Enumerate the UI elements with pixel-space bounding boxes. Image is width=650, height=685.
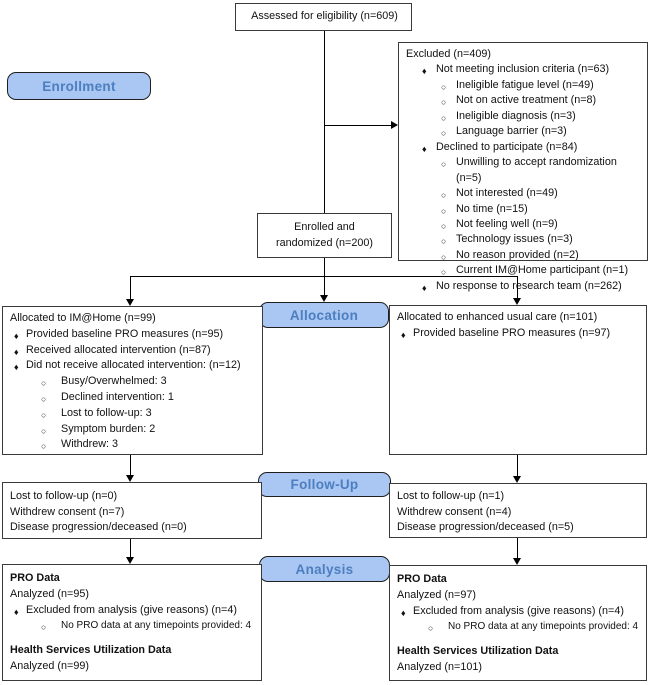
arrowhead-allocation-left-icon [126, 299, 134, 306]
stage-analysis: Analysis [259, 556, 390, 582]
connector-split-horizontal [130, 276, 517, 277]
followup-left-box: Lost to follow-up (n=0) Withdrew consent … [2, 482, 262, 539]
analysis-left-item: No PRO data at any timepoints provided: … [10, 618, 256, 636]
analysis-right-item: Excluded from analysis (give reasons) (n… [397, 604, 641, 622]
allocation-left-item: Busy/Overwhelmed: 3 [10, 374, 257, 392]
connector-branch-to-excluded [324, 125, 391, 126]
allocation-right-box: Allocated to enhanced usual care (n=101)… [389, 305, 647, 455]
allocation-left-box: Allocated to IM@Home (n=99) Provided base… [2, 306, 263, 455]
analysis-left-item: Excluded from analysis (give reasons) (n… [10, 603, 256, 621]
followup-right-box: Lost to follow-up (n=1) Withdrew consent … [389, 483, 647, 538]
stage-enrollment: Enrollment [7, 72, 151, 100]
followup-right-item: Lost to follow-up (n=1) [397, 490, 505, 502]
analysis-left-item: Health Services Utilization Data [10, 644, 172, 657]
allocation-right-item: Provided baseline PRO measures (n=97) [397, 326, 641, 344]
analysis-right-item: No PRO data at any timepoints provided: … [397, 619, 641, 637]
analysis-left-item: Analyzed (n=95) [10, 587, 89, 600]
stage-enrollment-label: Enrollment [42, 78, 116, 94]
arrowhead-analysis-right-icon [513, 558, 521, 565]
excluded-item: Not interested (n=49) [406, 186, 642, 204]
excluded-item: No time (n=15) [406, 202, 642, 220]
analysis-left-item: PRO Data [10, 572, 60, 584]
stage-allocation: Allocation [259, 302, 389, 328]
excluded-item: Unwilling to accept randomization (n=5) [406, 155, 642, 186]
arrowhead-allocation-icon [320, 295, 328, 302]
excluded-item: Not feeling well (n=9) [406, 217, 642, 235]
connector-followup-to-analysis-left [130, 539, 131, 557]
excluded-list: Not meeting inclusion criteria (n=63)Ine… [406, 62, 642, 297]
analysis-right-item: Analyzed (n=97) [397, 588, 476, 601]
stage-allocation-label: Allocation [289, 307, 359, 323]
eligibility-text: Assessed for eligibility (n=609) [251, 10, 398, 23]
connector-allocation-to-followup-left [130, 455, 131, 475]
allocation-left-item: Declined intervention: 1 [10, 390, 257, 408]
excluded-item: No reason provided (n=2) [406, 248, 642, 266]
analysis-left-item: Analyzed (n=99) [10, 659, 89, 672]
arrowhead-excluded-icon [391, 121, 398, 129]
connector-split-left-drop [130, 276, 131, 299]
arrowhead-allocation-right-icon [513, 298, 521, 305]
excluded-item: Language barrier (n=3) [406, 124, 642, 142]
excluded-item: Ineligible diagnosis (n=3) [406, 109, 642, 127]
allocation-right-item: Allocated to enhanced usual care (n=101) [397, 311, 598, 323]
followup-right-item: Withdrew consent (n=4) [397, 505, 512, 518]
connector-split-right-drop [517, 276, 518, 298]
arrowhead-followup-right-icon [513, 476, 521, 483]
allocation-left-item: Lost to follow-up: 3 [10, 406, 257, 424]
arrowhead-analysis-left-icon [126, 557, 134, 564]
stage-analysis-label: Analysis [295, 561, 354, 577]
followup-left-item: Lost to follow-up (n=0) [10, 490, 118, 502]
excluded-item: Technology issues (n=3) [406, 232, 642, 250]
connector-allocation-to-followup-right [517, 455, 518, 476]
allocation-left-item: Received allocated intervention (n=87) [10, 343, 257, 361]
excluded-item: Current IM@Home participant (n=1) [406, 263, 642, 281]
followup-left-item: Disease progression/deceased (n=0) [10, 521, 187, 533]
allocation-left-item: Symptom burden: 2 [10, 422, 257, 440]
allocation-left-item: Did not receive allocated intervention: … [10, 358, 257, 376]
followup-left-item: Withdrew consent (n=7) [10, 505, 125, 518]
arrowhead-followup-left-icon [126, 475, 134, 482]
connector-enrolled-to-allocation [324, 258, 325, 296]
connector-eligibility-to-enrolled [324, 31, 325, 213]
stage-followup-label: Follow-Up [290, 477, 359, 492]
enrolled-box: Enrolled and randomized (n=200) [257, 213, 392, 258]
excluded-box: Excluded (n=409) Not meeting inclusion c… [398, 42, 648, 297]
excluded-title: Excluded (n=409) [406, 48, 491, 60]
excluded-item: Not meeting inclusion criteria (n=63) [406, 62, 642, 80]
excluded-item: No response to research team (n=262) [406, 279, 642, 297]
excluded-item: Declined to participate (n=84) [406, 140, 642, 158]
connector-followup-to-analysis-right [517, 538, 518, 558]
analysis-right-item: PRO Data [397, 573, 447, 585]
excluded-item: Ineligible fatigue level (n=49) [406, 78, 642, 96]
excluded-item: Not on active treatment (n=8) [406, 93, 642, 111]
followup-right-item: Disease progression/deceased (n=5) [397, 521, 574, 533]
analysis-right-item: Health Services Utilization Data [397, 645, 559, 658]
allocation-left-item: Withdrew: 3 [10, 437, 257, 455]
allocation-left-item: Provided baseline PRO measures (n=95) [10, 327, 257, 345]
analysis-right-item: Analyzed (n=101) [397, 660, 482, 673]
allocation-left-item: Allocated to IM@Home (n=99) [10, 312, 156, 324]
stage-followup: Follow-Up [258, 472, 391, 497]
eligibility-box: Assessed for eligibility (n=609) [235, 3, 412, 31]
enrolled-text: Enrolled and randomized (n=200) [276, 221, 373, 249]
